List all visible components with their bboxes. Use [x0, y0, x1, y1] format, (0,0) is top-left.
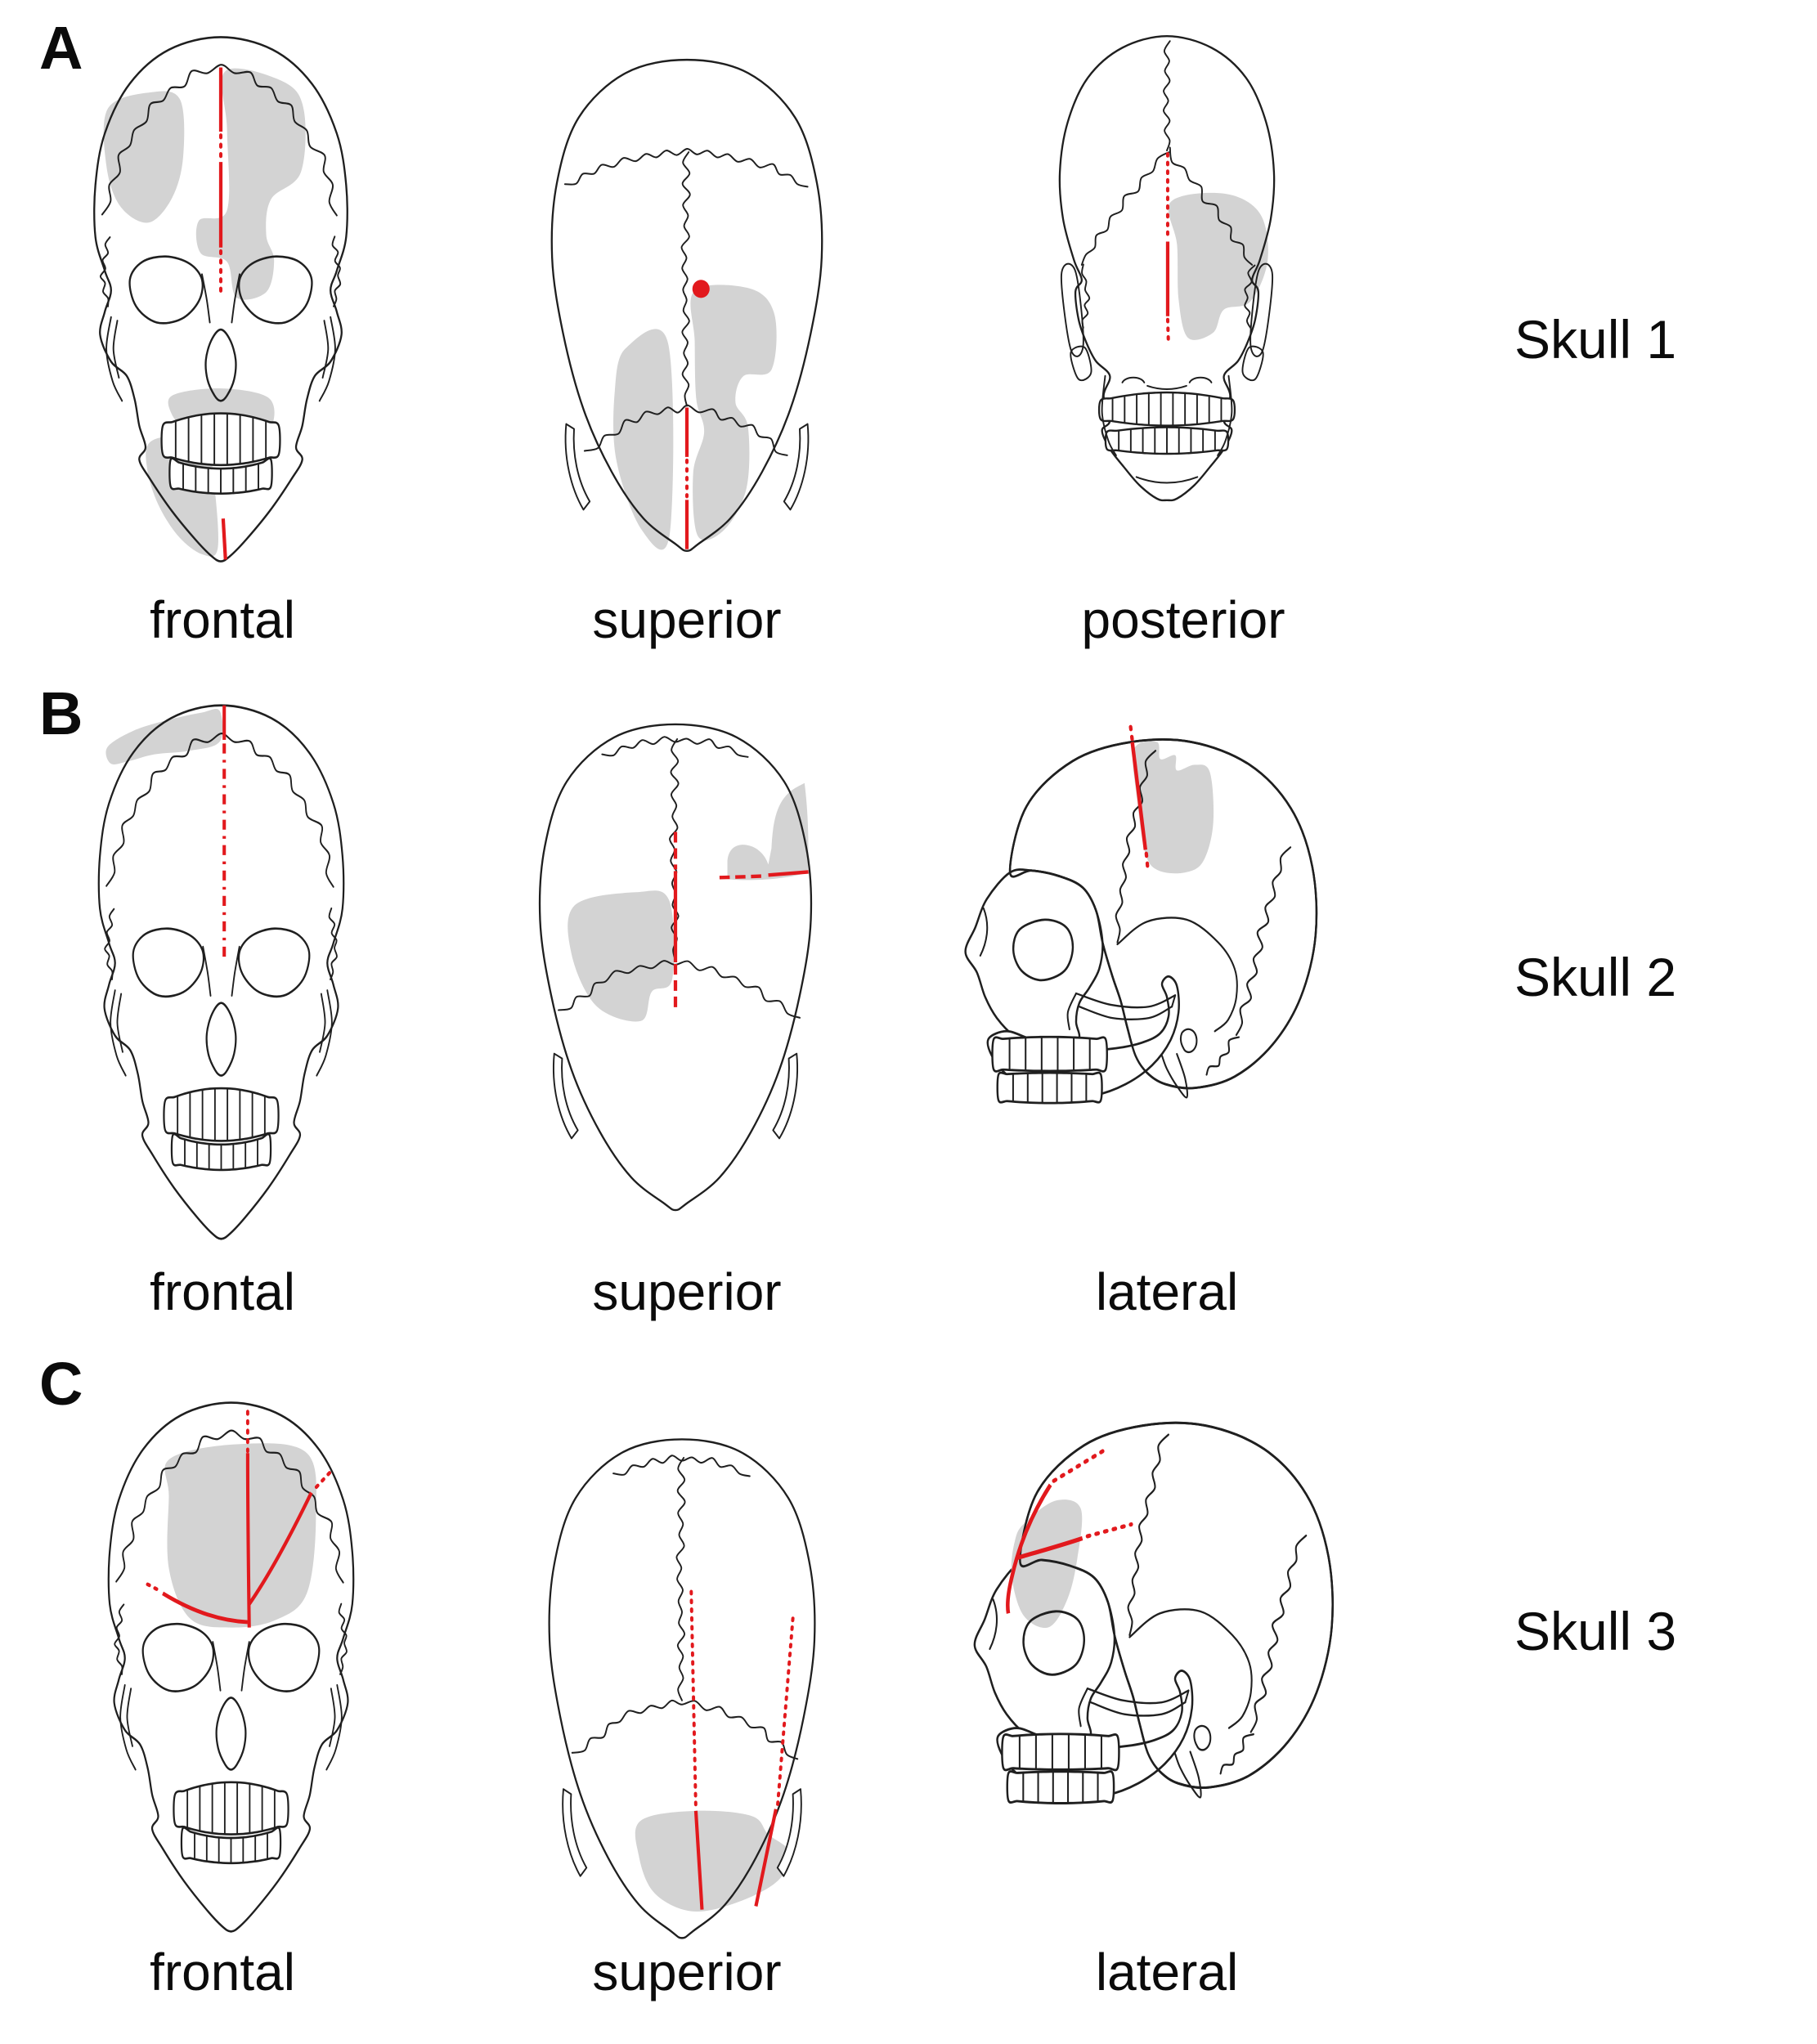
- panel-letter-c: C: [39, 1350, 83, 1418]
- view-label-c-superior: superior: [592, 1943, 782, 2001]
- skull-b-frontal-figure: [97, 704, 345, 1240]
- skull-b-lateral-figure: [964, 724, 1318, 1105]
- view-label-b-lateral: lateral: [1095, 1262, 1239, 1321]
- skull-a-posterior-figure: [1058, 34, 1276, 502]
- view-label-c-frontal: frontal: [150, 1943, 295, 2001]
- skull-a-frontal-figure: [93, 36, 348, 563]
- panel-letter-a: A: [39, 14, 83, 82]
- skull-c-superior-figure: [548, 1438, 816, 1939]
- skull-c-lateral-figure: [973, 1421, 1334, 1804]
- view-label-c-lateral: lateral: [1095, 1943, 1239, 2001]
- view-label-b-superior: superior: [592, 1262, 782, 1321]
- skull-2-label: Skull 2: [1514, 947, 1677, 1007]
- skull-b-superior-figure: [538, 723, 813, 1212]
- skull-a-superior-figure: [550, 58, 823, 553]
- skull-3-label: Skull 3: [1514, 1601, 1677, 1661]
- panel-letter-b: B: [39, 679, 83, 747]
- skull-1-label: Skull 1: [1514, 309, 1677, 370]
- view-label-a-superior: superior: [592, 590, 782, 649]
- view-label-a-posterior: posterior: [1081, 590, 1285, 649]
- skull-c-frontal-figure: [107, 1401, 355, 1933]
- view-label-a-frontal: frontal: [150, 590, 295, 649]
- view-label-b-frontal: frontal: [150, 1262, 295, 1321]
